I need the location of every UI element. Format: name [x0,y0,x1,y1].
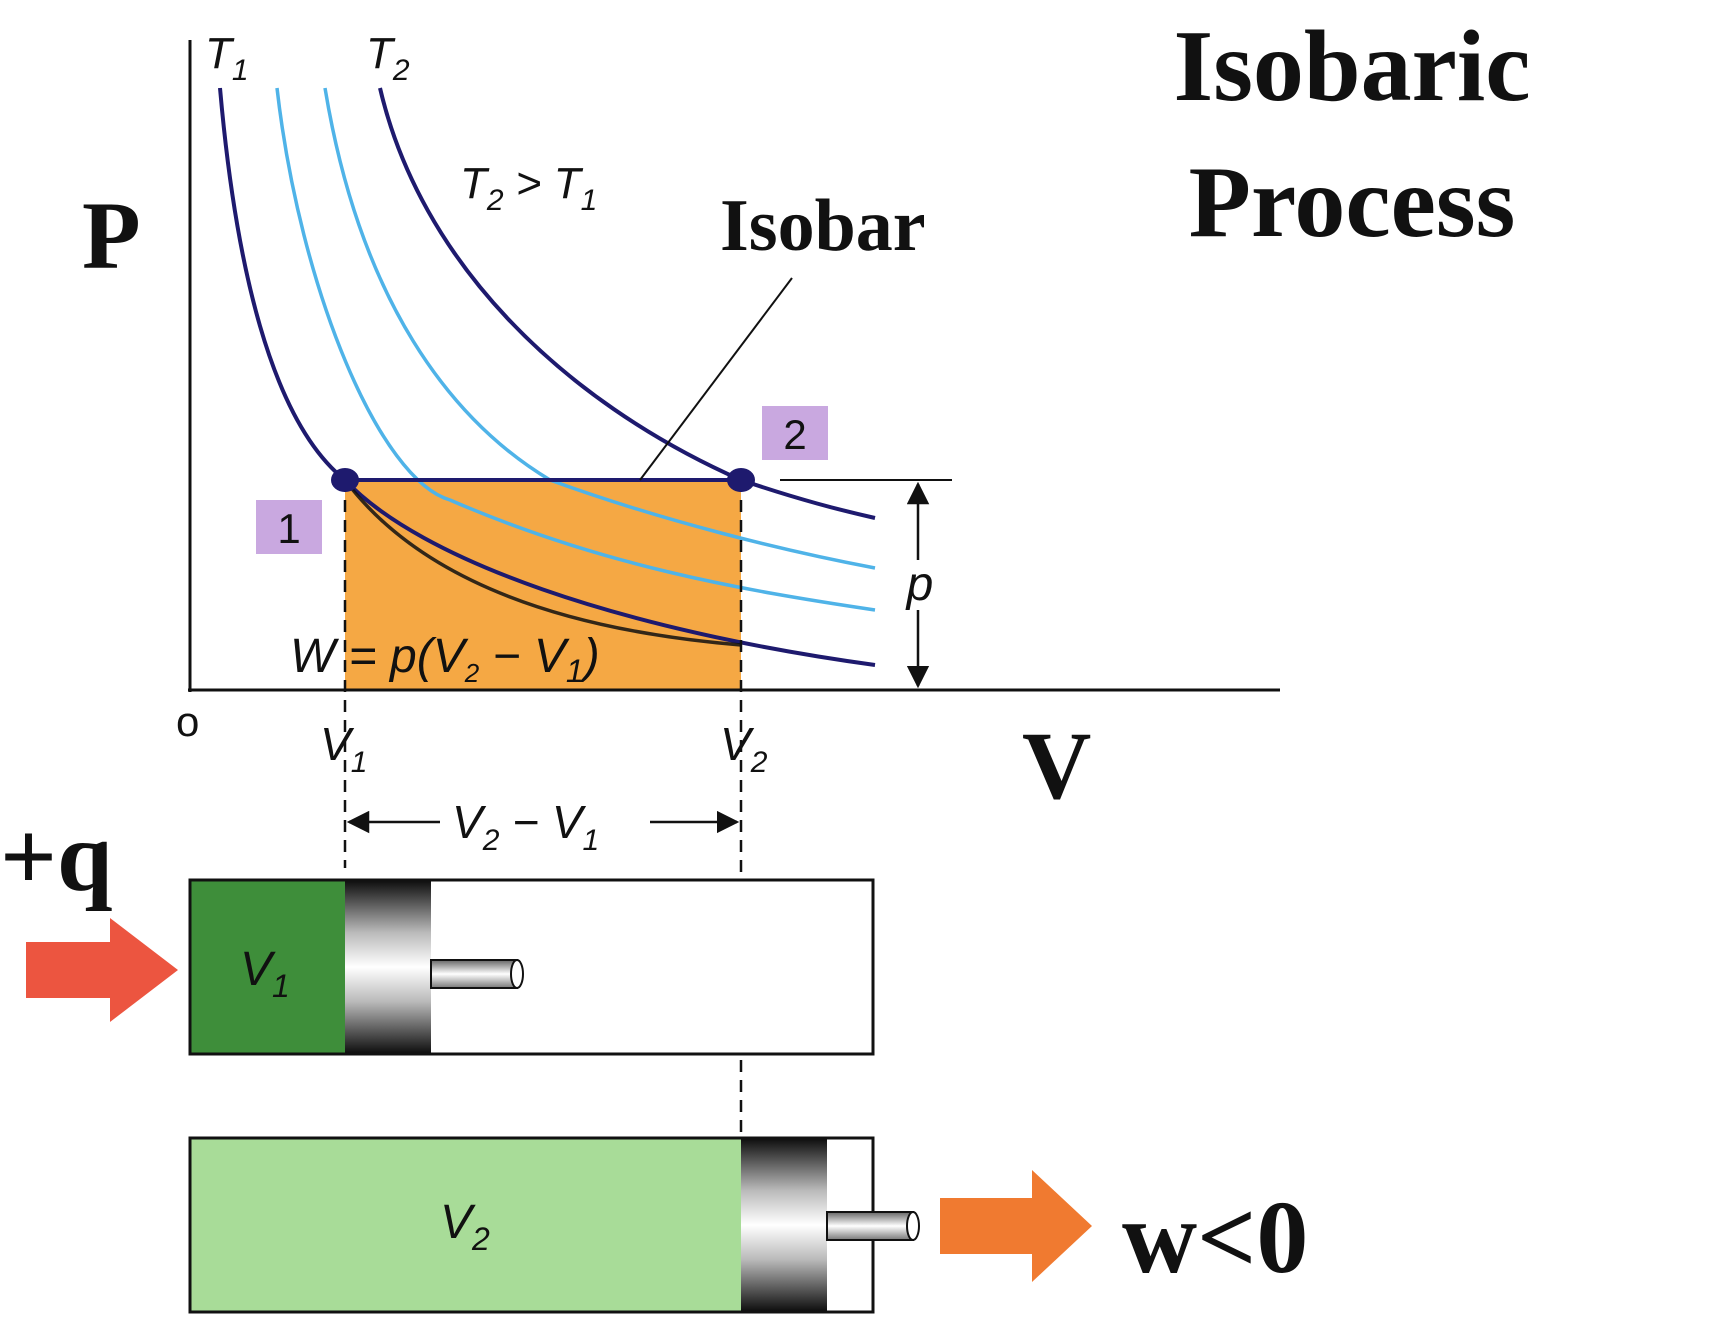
work-formula: W = p(V2 − V1) [290,630,600,689]
cylinder-initial-gas-label: V1 [240,943,290,1004]
state-badge-2-box [762,406,828,460]
y-axis-label: P [82,182,141,289]
state-badge-2: 2 [783,411,806,458]
cylinder-final-rod [826,1211,914,1241]
isotherm-t2-label: T2 [366,29,410,87]
temperature-relation: T2 > T1 [460,159,597,217]
isotherm-mid-b [323,87,876,570]
origin-label: o [176,698,199,745]
isobar-label: Isobar [720,185,926,267]
cylinder-final-rod-end [906,1211,920,1241]
state-point-2 [727,468,755,492]
v2-tick-label: V2 [720,718,768,779]
pressure-label: p [905,558,934,611]
cylinder-final-piston [741,1139,827,1311]
cylinder-initial-piston [345,881,431,1053]
heat-label: +q [0,801,113,912]
state-badge-1-box [256,500,322,554]
isobar-callout-line [639,277,793,481]
isotherm-t1-label: T1 [205,29,249,87]
heat-arrow [26,918,178,1022]
x-axis-label: V [1022,712,1091,819]
cylinder-initial-gas [191,881,346,1053]
cylinder-final-gas-label: V2 [440,1196,490,1257]
state-point-1 [331,468,359,492]
cylinder-initial-rod-end [510,959,524,989]
v1-tick-label: V1 [320,718,367,779]
state-badge-1: 1 [277,505,300,552]
volume-change-label: V2 − V1 [452,796,599,857]
isotherm-t1-lower [343,478,742,647]
isotherm-mid-a [275,87,876,612]
cylinder-final-gas [191,1139,742,1311]
work-sign-label: w<0 [1122,1180,1308,1295]
work-arrow [940,1170,1092,1282]
cylinder-initial-rod [430,959,518,989]
title-line-1: Isobaric [1174,10,1531,123]
isotherm-t2 [378,87,876,520]
title-line-2: Process [1189,146,1516,259]
work-area [345,480,741,690]
pressure-label-bg [900,560,940,610]
